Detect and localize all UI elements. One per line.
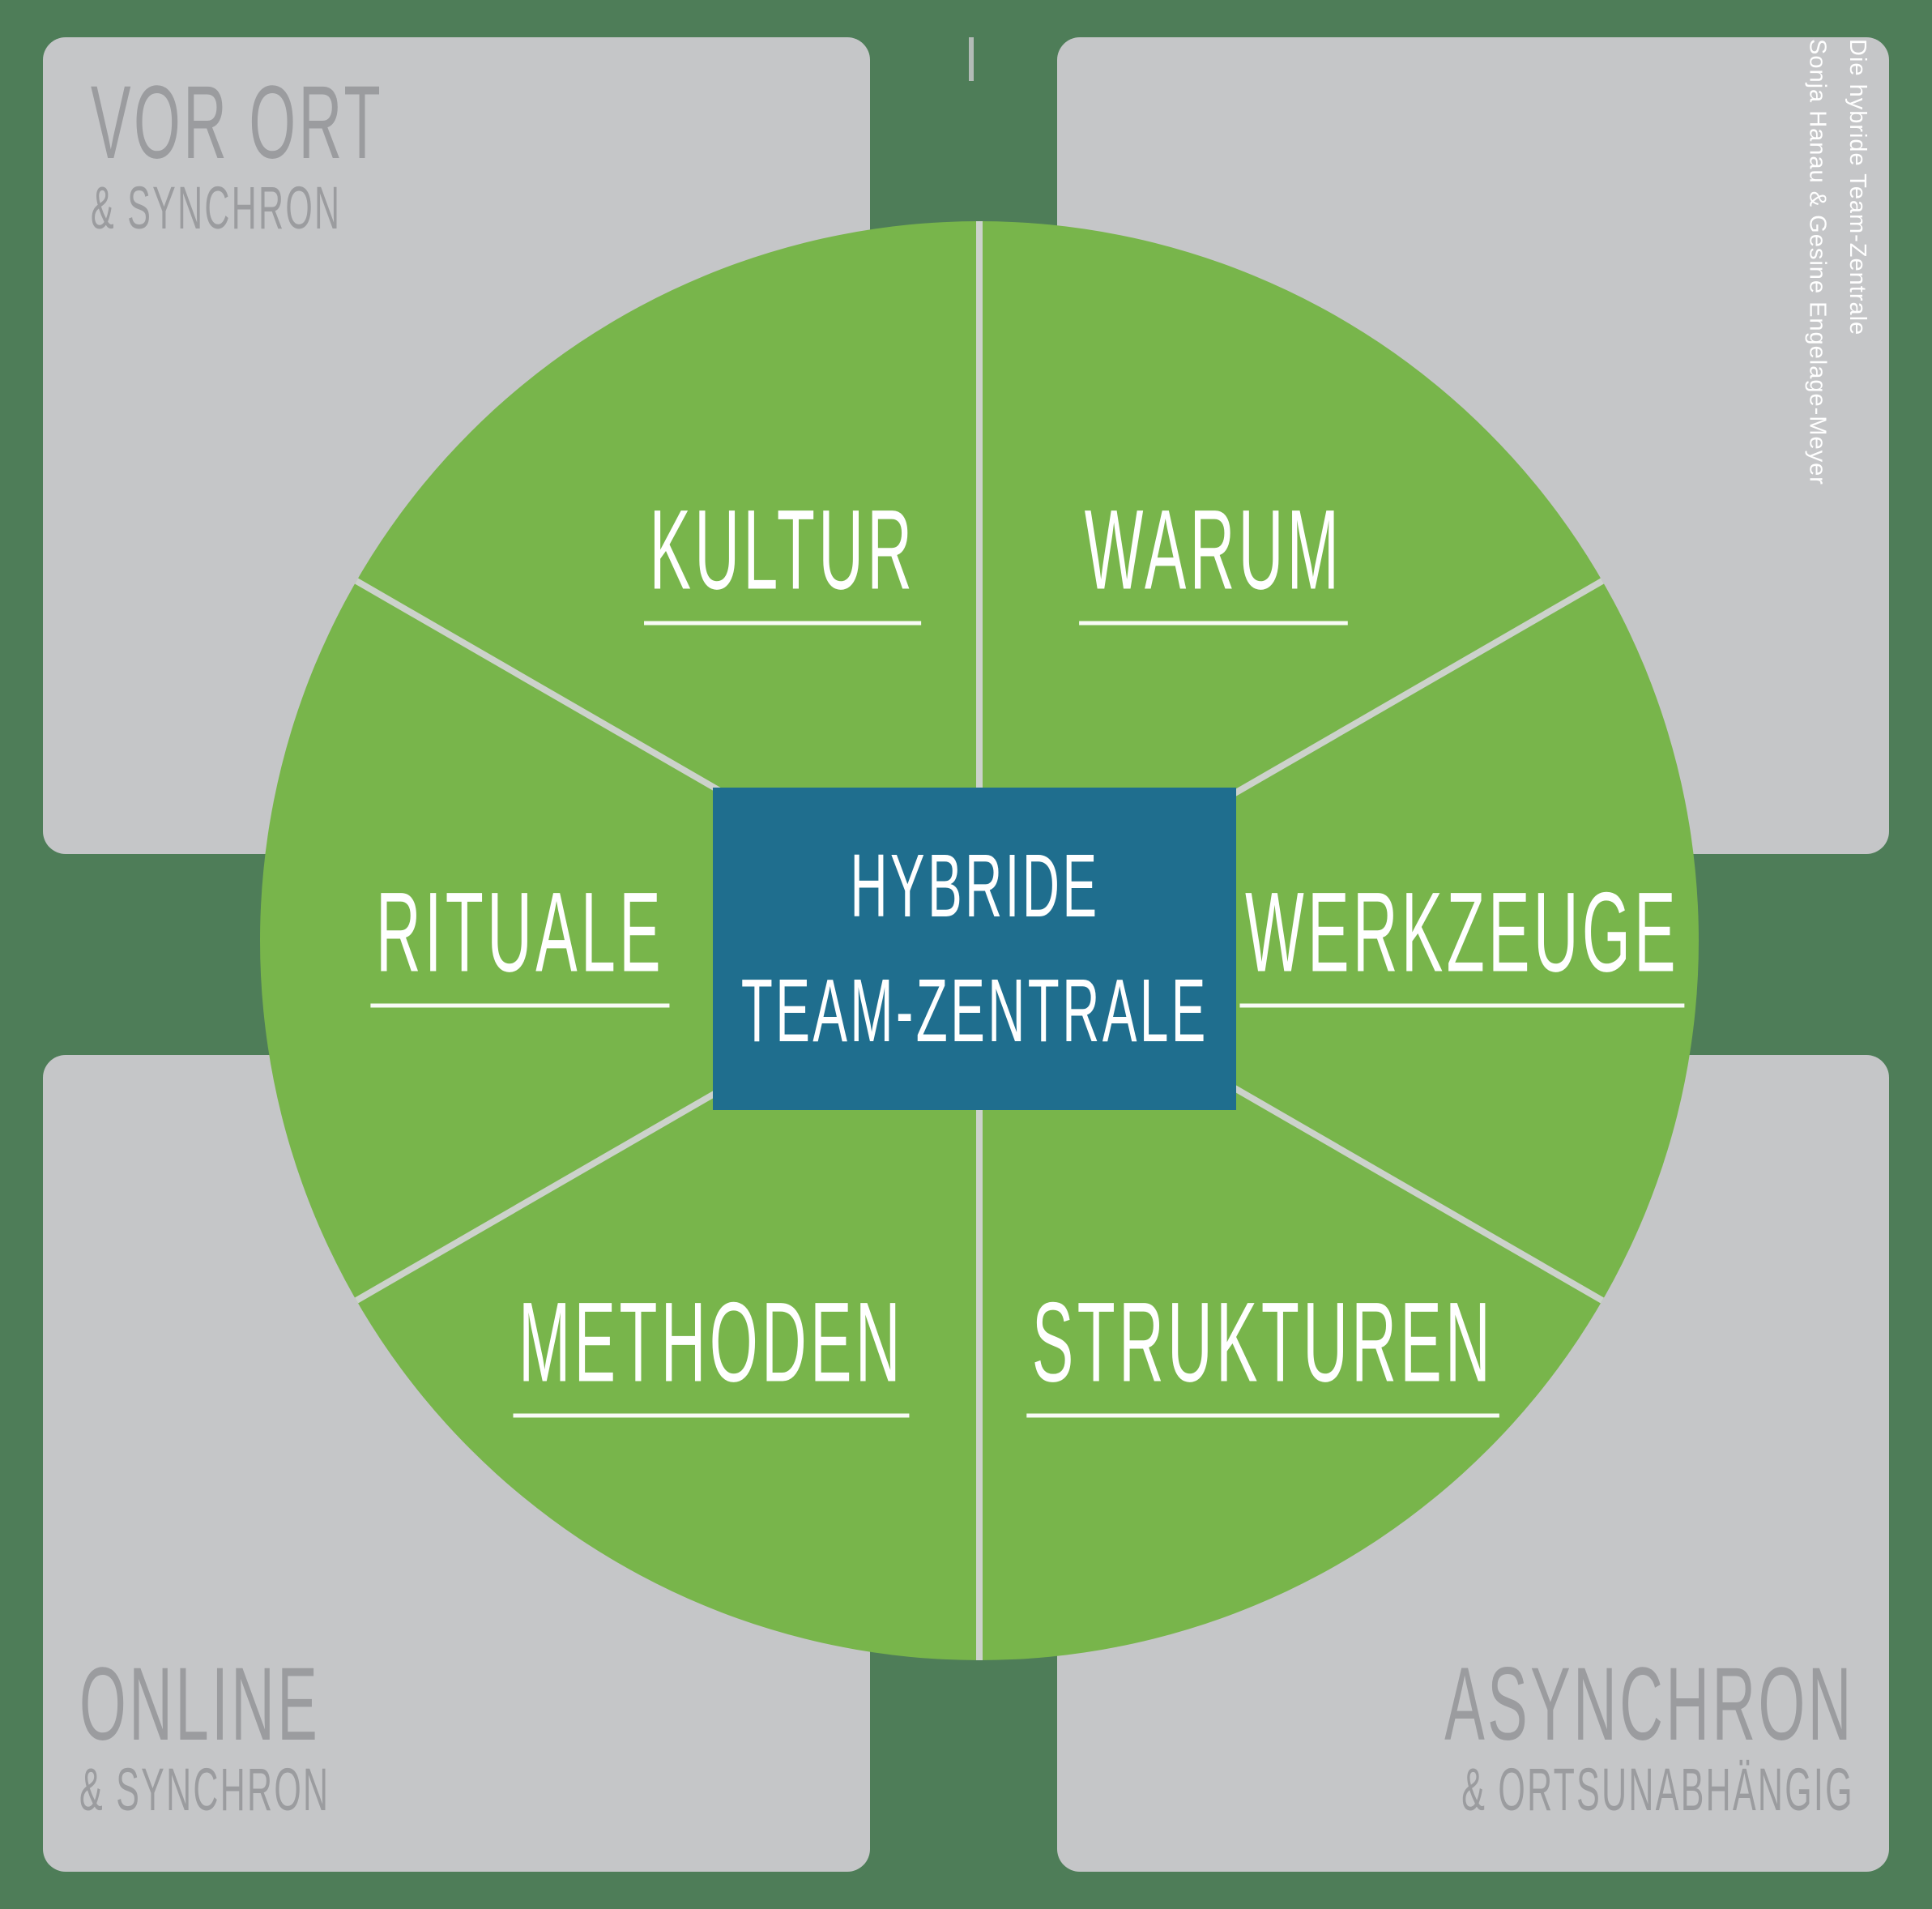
quadrant-label-bottom-left: ONLINE & SYNCHRON: [79, 1653, 330, 1820]
credits-vertical-text: Die hybride Team-Zentrale Sonja Hanau & …: [1797, 39, 1877, 485]
sector-label-methoden: METHODEN: [513, 1285, 910, 1418]
quadrant-subtitle-synchron-top: & SYNCHRON: [91, 174, 342, 241]
quadrant-subtitle-ortsunabhaengig: & ORTSUNABHÄNGIG: [1461, 1756, 1854, 1823]
sector-label-werkzeuge: WERKZEUGE: [1239, 875, 1685, 1008]
quadrant-title-asynchron: ASYNCHRON: [1444, 1646, 1854, 1762]
center-title-box: HYBRIDE TEAM-ZENTRALE: [713, 788, 1236, 1110]
center-title-line1: HYBRIDE: [850, 836, 1099, 936]
sector-label-kultur: KULTUR: [644, 493, 921, 626]
quadrant-title-vor-ort: VOR ORT: [91, 65, 384, 181]
sector-label-rituale: RITUALE: [370, 875, 670, 1008]
quadrant-label-top-left: VOR ORT & SYNCHRON: [91, 71, 383, 238]
credits-authors: Sonja Hanau & Gesine Engelage-Meyer: [1804, 39, 1831, 485]
sector-label-strukturen: STRUKTUREN: [1026, 1285, 1499, 1418]
quadrant-label-bottom-right: ASYNCHRON & ORTSUNABHÄNGIG: [1444, 1653, 1854, 1820]
center-title-line2: TEAM-ZENTRALE: [740, 961, 1209, 1061]
quadrant-subtitle-synchron-bottom: & SYNCHRON: [79, 1756, 331, 1823]
sector-label-warum: WARUM: [1079, 493, 1348, 626]
quadrant-title-online: ONLINE: [79, 1646, 321, 1762]
top-center-mark: [969, 37, 974, 81]
credits-title: Die hybride Team-Zentrale: [1845, 39, 1870, 336]
